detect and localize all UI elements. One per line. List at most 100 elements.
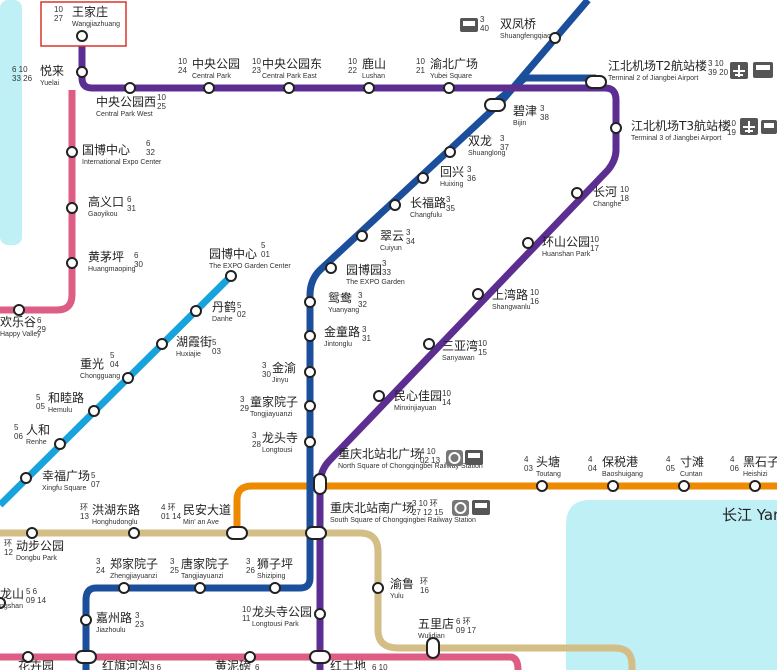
- line-numbers: 3: [240, 395, 245, 404]
- line-numbers: 10: [178, 57, 187, 66]
- station-marker: [372, 582, 384, 594]
- station-name-cn: 龙山: [0, 587, 24, 601]
- station-name-en: The EXPO Garden: [346, 279, 405, 286]
- line-numbers: 10: [620, 185, 629, 194]
- station-marker: [124, 82, 136, 94]
- line-numbers: 5: [110, 351, 115, 360]
- station-name-en: Heishizi: [743, 471, 768, 478]
- line-numbers: 10: [157, 93, 166, 102]
- station-codes: 15: [478, 348, 487, 357]
- station-codes: 01: [261, 250, 270, 259]
- station-marker: [549, 32, 561, 44]
- line-numbers: 3: [500, 134, 505, 143]
- line-loop: [0, 529, 636, 670]
- station-name-cn: 回兴: [440, 165, 464, 179]
- station-name-en: Wangjiazhuang: [72, 21, 120, 28]
- station-name-cn: 寸滩: [680, 455, 704, 469]
- line-numbers: 4: [524, 455, 529, 464]
- station-name-en: Changfulu: [410, 212, 442, 219]
- station-name-en: Jintonglu: [324, 341, 352, 348]
- station-codes: 16: [420, 586, 429, 595]
- station-marker: [304, 436, 316, 448]
- station-marker: [26, 527, 38, 539]
- airplane-icon: [730, 62, 748, 79]
- station-codes: 01 14: [161, 512, 182, 521]
- line-numbers: 3: [96, 557, 101, 566]
- line-numbers: 10: [727, 119, 736, 128]
- line-numbers: 3: [262, 361, 267, 370]
- station-codes: 16: [530, 297, 539, 306]
- line-numbers: 5: [261, 241, 266, 250]
- station-marker: [522, 237, 534, 249]
- water-left: [0, 0, 22, 245]
- station-codes: 18: [620, 194, 629, 203]
- station-codes: 09 14: [26, 596, 47, 605]
- station-marker: [66, 202, 78, 214]
- station-name-en: Huixing: [440, 181, 463, 188]
- station-huayuan[interactable]: 花卉园: [18, 651, 54, 670]
- train-icon: [761, 120, 777, 134]
- station-name-cn: 欢乐谷: [0, 314, 36, 329]
- station-marker: [444, 146, 456, 158]
- station-name-cn: 园博中心: [209, 246, 257, 261]
